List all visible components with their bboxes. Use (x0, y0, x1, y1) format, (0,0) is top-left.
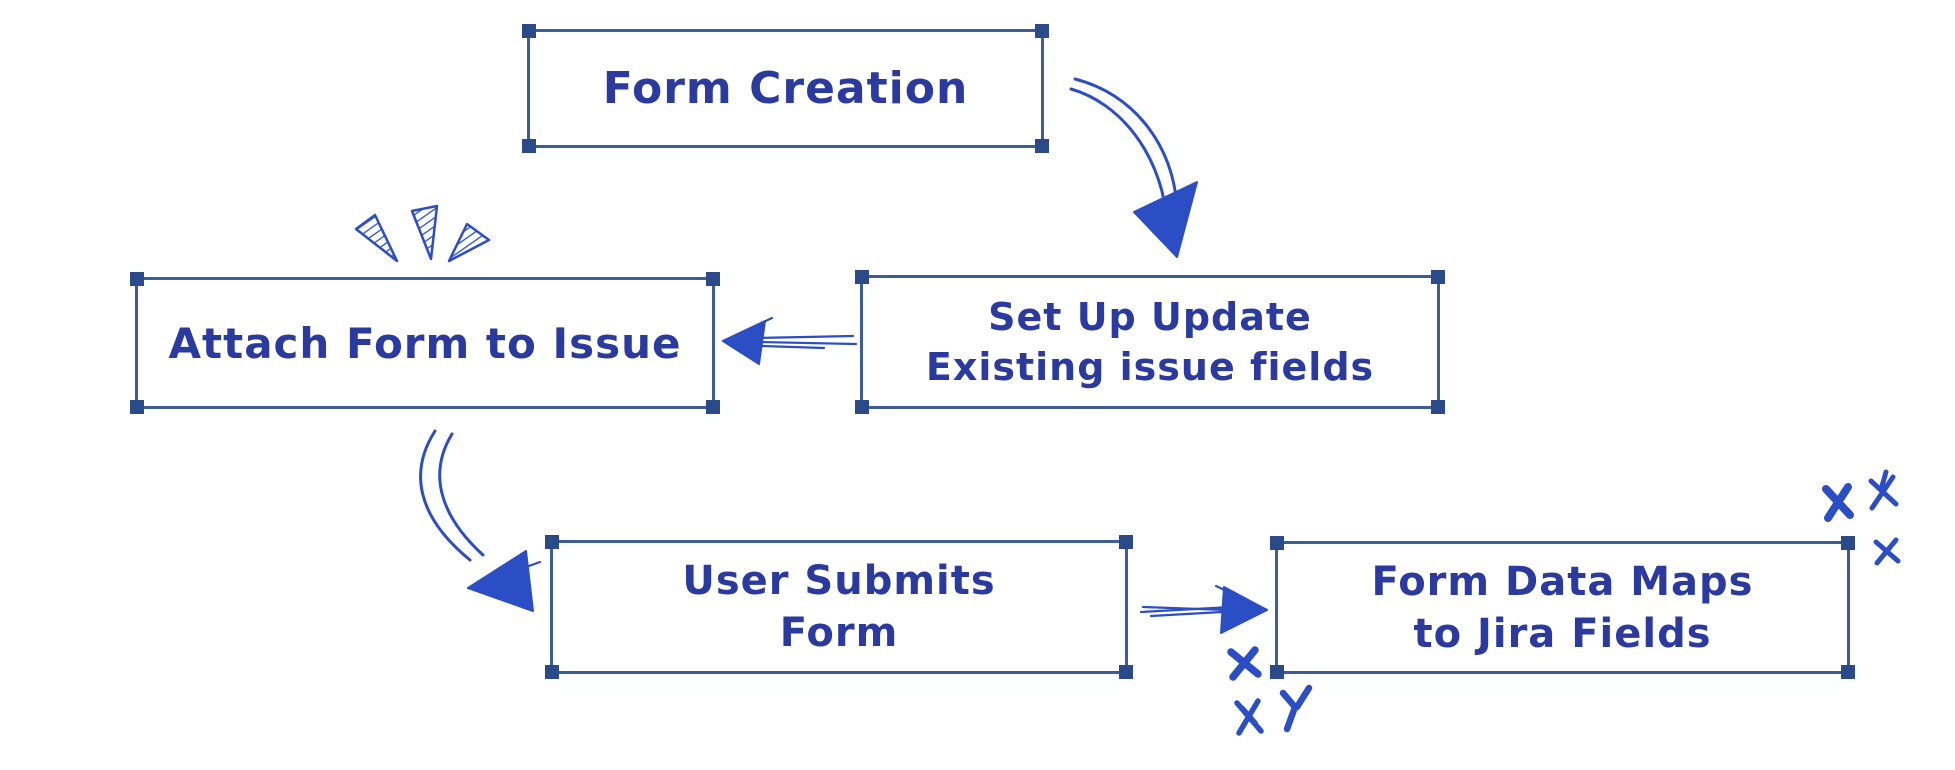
node-attach-form-to-issue[interactable]: Attach Form to Issue (130, 272, 720, 414)
star-icon (1822, 483, 1854, 522)
selection-handle[interactable] (855, 400, 869, 414)
selection-handle[interactable] (1035, 139, 1049, 153)
selection-handle[interactable] (1035, 24, 1049, 38)
star-icon (1868, 469, 1899, 511)
node-user-submits-form[interactable]: User Submits Form (545, 535, 1133, 679)
node-label: Form Creation (602, 63, 969, 114)
selection-handle[interactable] (855, 270, 869, 284)
arrow-set-up-update-to-attach-form[interactable] (721, 316, 858, 365)
selection-handle[interactable] (522, 139, 536, 153)
sparkle-stars[interactable] (1227, 469, 1901, 736)
selection-handle[interactable] (130, 272, 144, 286)
selection-handle[interactable] (1119, 535, 1133, 549)
selection-handle[interactable] (130, 400, 144, 414)
emphasis-marks[interactable] (354, 204, 491, 263)
selection-handle[interactable] (1431, 400, 1445, 414)
star-icon (1873, 537, 1901, 566)
node-label: Attach Form to Issue (168, 318, 682, 368)
arrow-user-submits-to-form-data-maps[interactable] (1139, 584, 1269, 634)
node-label: Form Data Maps (1371, 558, 1754, 605)
node-label: Form (779, 610, 899, 656)
arrow-attach-form-to-user-submits[interactable] (419, 429, 542, 612)
selection-handle[interactable] (706, 272, 720, 286)
node-set-up-update[interactable]: Set Up Update Existing issue fields (855, 270, 1445, 414)
node-form-creation[interactable]: Form Creation (522, 24, 1049, 153)
selection-handle[interactable] (1841, 665, 1855, 679)
star-icon (1234, 698, 1264, 736)
selection-handle[interactable] (706, 400, 720, 414)
node-label: User Submits (682, 558, 996, 604)
selection-handle[interactable] (1431, 270, 1445, 284)
node-form-data-maps[interactable]: Form Data Maps to Jira Fields (1270, 536, 1855, 679)
selection-handle[interactable] (1841, 536, 1855, 550)
arrow-form-creation-to-set-up-update[interactable] (1069, 77, 1198, 258)
selection-handle[interactable] (1270, 536, 1284, 550)
star-icon (1279, 684, 1313, 733)
selection-handle[interactable] (1270, 665, 1284, 679)
star-icon (1227, 646, 1262, 681)
selection-handle[interactable] (545, 535, 559, 549)
selection-handle[interactable] (1119, 665, 1133, 679)
node-label: to Jira Fields (1413, 610, 1712, 657)
selection-handle[interactable] (522, 24, 536, 38)
node-label: Set Up Update (988, 294, 1312, 339)
selection-handle[interactable] (545, 665, 559, 679)
node-label: Existing issue fields (925, 345, 1375, 389)
